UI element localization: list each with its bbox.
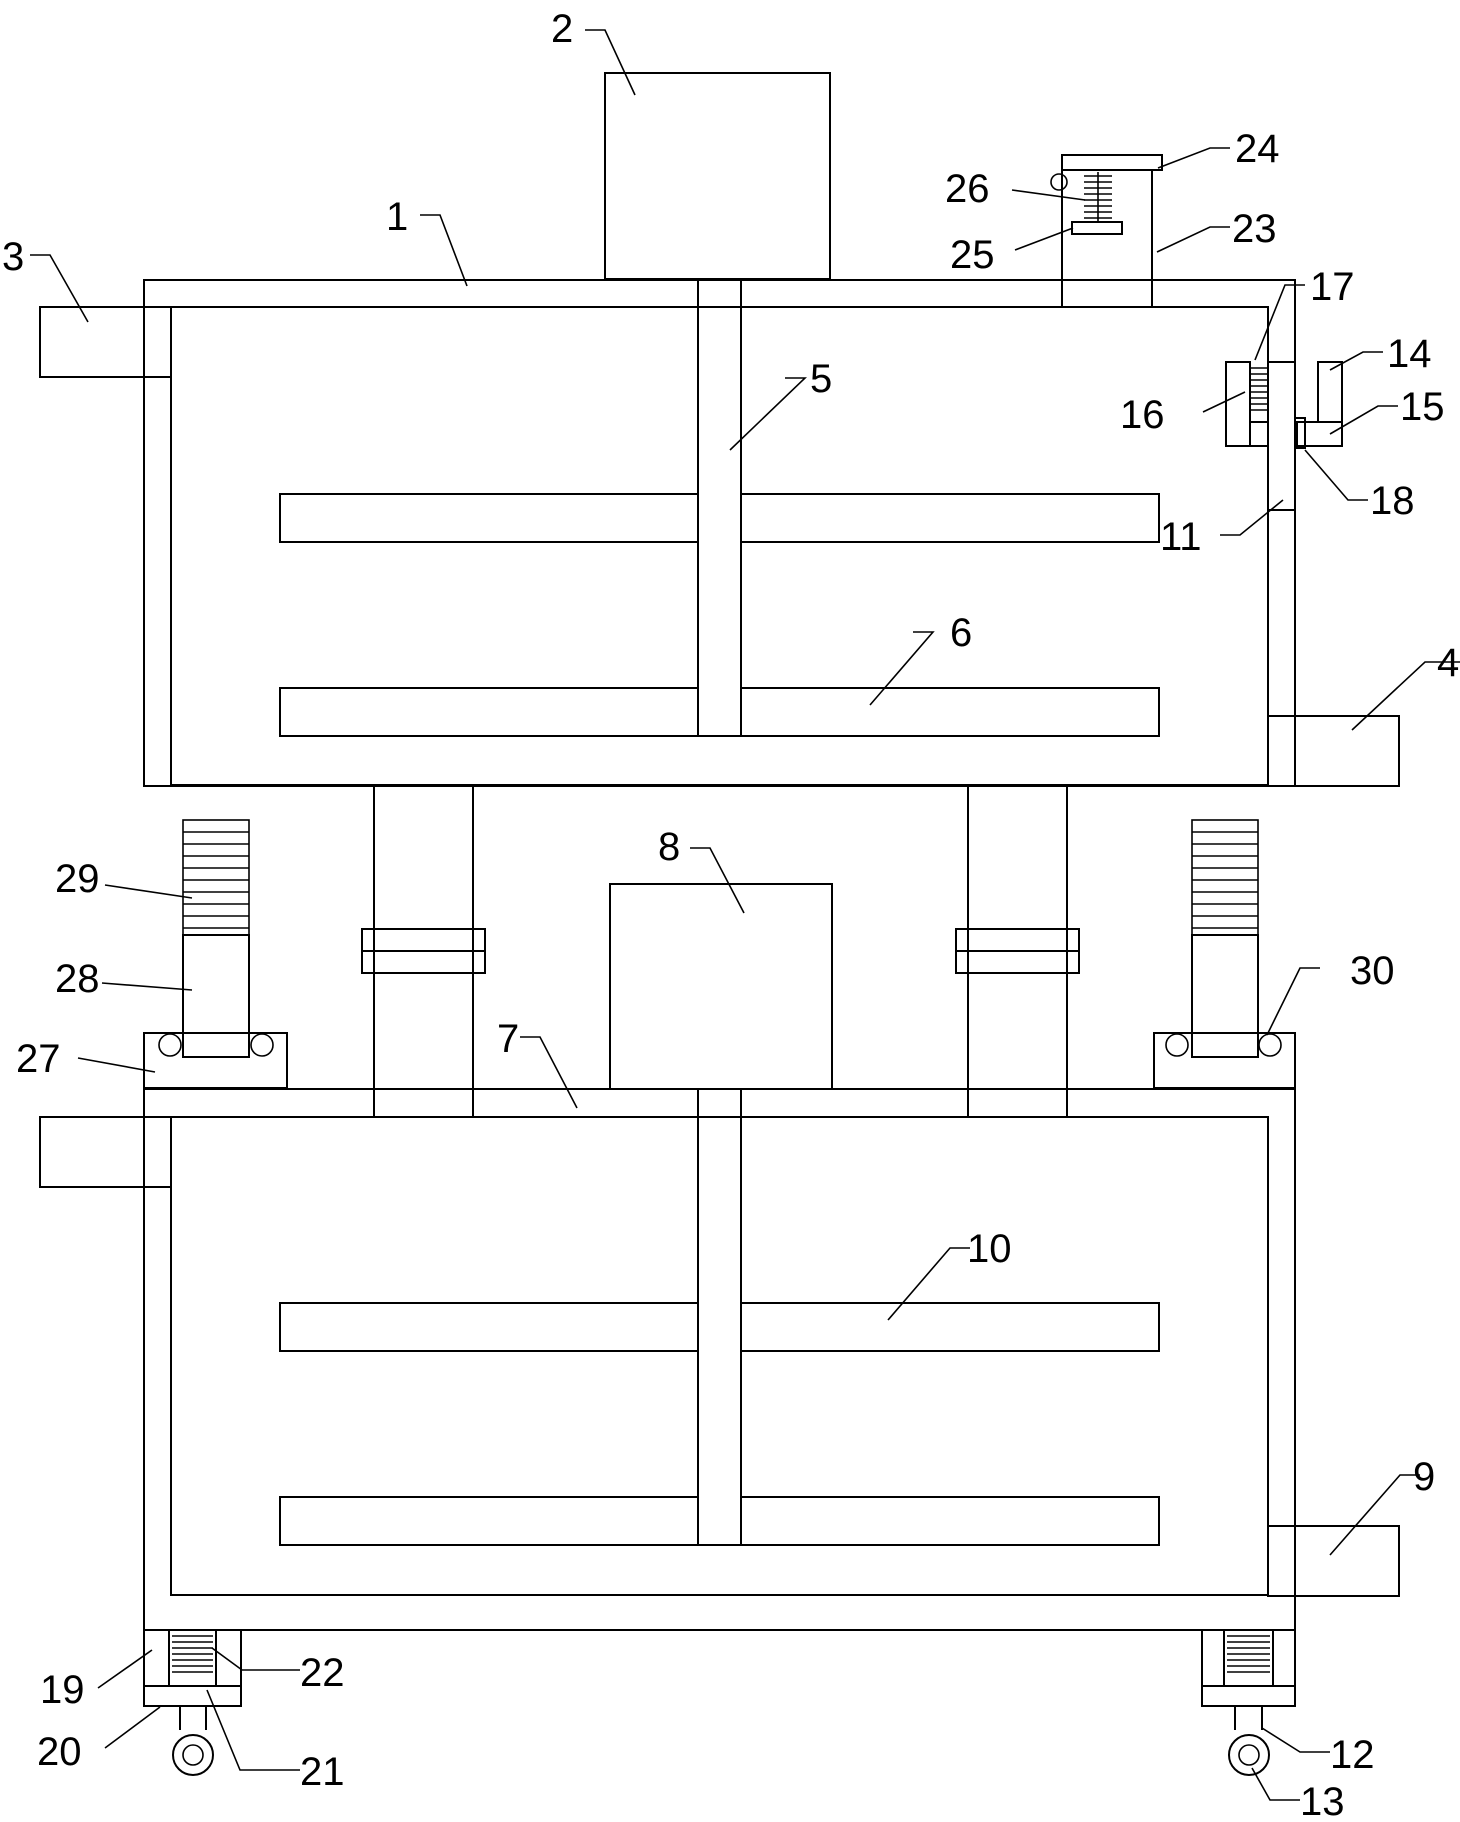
ball-30-right-b: [1258, 1033, 1282, 1057]
clamp-block-16: [1225, 361, 1251, 447]
stirring-shaft-lower: [697, 1088, 742, 1546]
collar-left: [361, 928, 486, 974]
spring-26: [1084, 172, 1112, 222]
label-25: 25: [950, 233, 995, 277]
outlet-pipe-4: [1267, 715, 1400, 787]
ball-30-right-a: [1165, 1033, 1189, 1057]
key-18: [1294, 417, 1306, 449]
sleeve-28-left: [182, 934, 250, 1058]
label-13: 13: [1300, 1780, 1345, 1822]
label-4: 4: [1437, 641, 1459, 685]
motor-2: [604, 72, 831, 280]
label-12: 12: [1330, 1733, 1375, 1777]
upper-tank: [143, 279, 1296, 787]
seat-27-left: [143, 1032, 288, 1089]
label-5: 5: [810, 357, 832, 401]
outlet-pipe-9: [1267, 1525, 1400, 1597]
collar-right: [955, 928, 1080, 974]
label-7: 7: [497, 1017, 519, 1061]
cap-24: [1061, 154, 1163, 171]
bellows-29-right: [1191, 819, 1259, 936]
label-23: 23: [1232, 207, 1277, 251]
ball-30-left-b: [250, 1033, 274, 1057]
stirring-blades-10: [279, 1302, 1160, 1546]
motor-8: [609, 883, 833, 1090]
label-9: 9: [1413, 1455, 1435, 1499]
label-11: 11: [1160, 515, 1202, 559]
spring-17: [1251, 367, 1268, 411]
label-15: 15: [1400, 385, 1445, 429]
plate-16-lower: [1249, 421, 1269, 447]
pin-26: [1050, 173, 1068, 191]
label-8: 8: [658, 825, 680, 869]
foot-left: [143, 1629, 242, 1776]
label-20: 20: [37, 1730, 82, 1774]
label-21: 21: [300, 1750, 345, 1794]
lower-tank: [143, 1088, 1296, 1631]
label-10: 10: [967, 1227, 1012, 1271]
rod-11: [1267, 361, 1296, 511]
stirring-shaft-5: [697, 279, 742, 737]
label-26: 26: [945, 167, 990, 211]
plate-25: [1071, 221, 1123, 235]
sleeve-28-right: [1191, 934, 1259, 1058]
label-1: 1: [386, 195, 408, 239]
label-27: 27: [16, 1037, 61, 1081]
label-16: 16: [1120, 393, 1165, 437]
seat-27-right: [1153, 1032, 1296, 1089]
inlet-pipe-3: [39, 306, 172, 378]
plate-15: [1296, 421, 1343, 447]
clamp-block-14: [1317, 361, 1343, 423]
stirring-blades-6: [279, 493, 1160, 737]
label-14: 14: [1387, 332, 1432, 376]
inlet-pipe-lower: [39, 1116, 172, 1188]
label-19: 19: [40, 1668, 85, 1712]
foot-right: [1201, 1629, 1296, 1776]
label-6: 6: [950, 611, 972, 655]
label-17: 17: [1310, 265, 1355, 309]
ball-30-left-a: [158, 1033, 182, 1057]
label-22: 22: [300, 1651, 345, 1695]
label-2: 2: [551, 7, 573, 51]
label-18: 18: [1370, 479, 1415, 523]
label-29: 29: [55, 857, 100, 901]
leader-lines: [30, 29, 1460, 1801]
label-24: 24: [1235, 127, 1280, 171]
bellows-29-left: [182, 819, 250, 936]
label-3: 3: [2, 235, 24, 279]
housing-23: [1061, 169, 1153, 308]
label-28: 28: [55, 957, 100, 1001]
label-30: 30: [1350, 949, 1395, 993]
part-labels: 1 2 3 4 5 6 7 8 9 10 11 12 13 14 15 16 1…: [2, 7, 1459, 1822]
